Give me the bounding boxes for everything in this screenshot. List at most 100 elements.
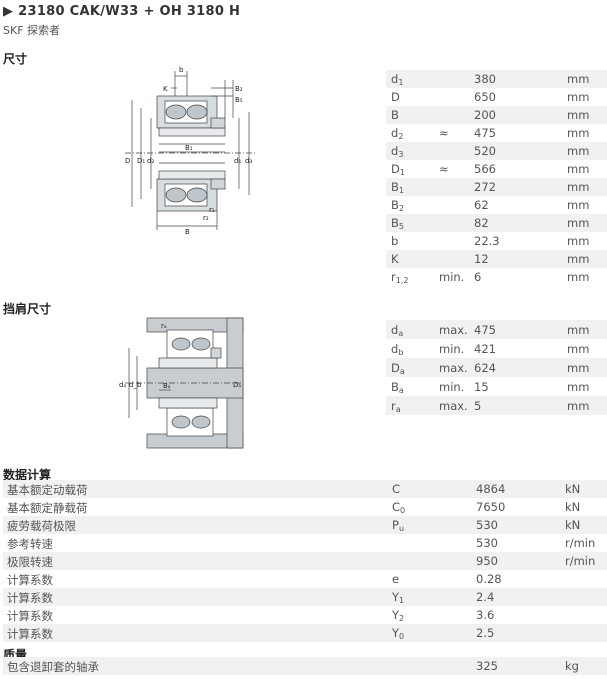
- dimension-value: 475: [474, 323, 496, 337]
- calc-value: 3.6: [476, 608, 495, 622]
- dimension-symbol: B: [391, 108, 399, 122]
- dimension-unit: mm: [567, 144, 590, 158]
- dimension-qualifier: max.: [439, 323, 468, 337]
- dimension-unit: mm: [567, 72, 590, 86]
- dimension-row: B 200 mm: [386, 106, 607, 124]
- dimension-symbol: r1,2: [391, 270, 408, 285]
- symbol-letter: e: [392, 572, 400, 586]
- symbol-letter: Y: [392, 626, 400, 640]
- symbol-subscript: 5: [398, 222, 404, 231]
- calc-unit: kN: [565, 500, 581, 514]
- calc-value: 2.5: [476, 626, 495, 640]
- symbol-subscript: 2: [399, 614, 405, 623]
- dimension-qualifier: ≈: [439, 126, 449, 140]
- dimension-qualifier: max.: [439, 361, 468, 375]
- symbol-letter: d: [391, 323, 399, 337]
- label-B1: B₁: [185, 144, 193, 152]
- dimension-unit: mm: [567, 234, 590, 248]
- dimension-symbol: ra: [391, 399, 401, 414]
- calc-symbol: Y0: [392, 626, 404, 641]
- calc-unit: kg: [565, 659, 579, 673]
- dimension-qualifier: max.: [439, 399, 468, 413]
- dimension-unit: mm: [567, 216, 590, 230]
- calc-label: 参考转速: [7, 537, 53, 551]
- label-da: dₐ: [119, 381, 126, 389]
- dimension-symbol: B5: [391, 216, 404, 231]
- dimension-symbol: db: [391, 342, 403, 357]
- dimension-value: 82: [474, 216, 489, 230]
- dimension-unit: mm: [567, 90, 590, 104]
- calc-label: 基本额定动载荷: [7, 483, 88, 497]
- calc-unit: r/min: [565, 536, 596, 550]
- label-Da: Dₐ: [233, 381, 241, 389]
- calc-value: 7650: [476, 500, 506, 514]
- dimension-symbol: Da: [391, 361, 405, 376]
- calc-symbol: e: [392, 572, 399, 586]
- dimension-symbol: da: [391, 323, 403, 338]
- symbol-letter: C: [392, 482, 401, 496]
- symbol-letter: B: [391, 380, 399, 394]
- calc-value: 530: [476, 518, 498, 532]
- calc-label: 包含退卸套的轴承: [7, 660, 99, 674]
- dimension-unit: mm: [567, 361, 590, 375]
- symbol-subscript: a: [398, 386, 404, 395]
- calc-value: 4864: [476, 482, 506, 496]
- dimension-symbol: D1: [391, 162, 405, 177]
- label-D1: D₁: [137, 157, 145, 165]
- dimension-unit: mm: [567, 252, 590, 266]
- symbol-letter: D: [391, 90, 400, 104]
- symbol-subscript: a: [398, 329, 404, 338]
- symbol-letter: P: [392, 518, 399, 532]
- dimension-symbol: B2: [391, 198, 404, 213]
- calc-label: 计算系数: [7, 573, 53, 587]
- symbol-letter: b: [391, 234, 399, 248]
- symbol-letter: B: [391, 198, 399, 212]
- symbol-subscript: 2: [398, 204, 404, 213]
- calc-symbol: Y2: [392, 608, 404, 623]
- symbol-subscript: 1,2: [395, 276, 409, 285]
- symbol-letter: d: [391, 126, 399, 140]
- page-title: ▶ 23180 CAK/W33 + OH 3180 H: [3, 4, 241, 19]
- calc-symbol: C: [392, 482, 400, 496]
- symbol-subscript: 1: [399, 168, 405, 177]
- label-Ba: Bₐ: [163, 382, 171, 390]
- label-d1: d₁: [234, 157, 241, 165]
- label-r1: r₁: [209, 206, 215, 214]
- dimension-symbol: K: [391, 252, 399, 266]
- dimension-symbol: Ba: [391, 380, 404, 395]
- dimension-value: 15: [474, 380, 489, 394]
- calc-value: 0.28: [476, 572, 502, 586]
- symbol-letter: D: [391, 361, 400, 375]
- label-B2: B₂: [235, 85, 243, 93]
- dimension-unit: mm: [567, 180, 590, 194]
- symbol-letter: d: [391, 72, 399, 86]
- calc-row: 计算系数 e 0.28: [3, 570, 607, 588]
- dimension-row: b 22.3 mm: [386, 232, 607, 250]
- label-D: D: [125, 157, 130, 165]
- bearing-dimension-drawing: b K B₂ B₅ D D₁ d₂ B₁ d₁ d₃ r₁ r₂ B: [125, 66, 255, 236]
- dimension-value: 22.3: [474, 234, 500, 248]
- calc-unit: kN: [565, 518, 581, 532]
- symbol-letter: B: [391, 108, 399, 122]
- calc-label: 极限转速: [7, 555, 53, 569]
- dimension-unit: mm: [567, 108, 590, 122]
- symbol-letter: K: [391, 252, 399, 266]
- calc-label: 疲劳载荷极限: [7, 519, 76, 533]
- dimension-value: 200: [474, 108, 496, 122]
- dimension-unit: mm: [567, 198, 590, 212]
- label-B5: B₅: [235, 96, 243, 104]
